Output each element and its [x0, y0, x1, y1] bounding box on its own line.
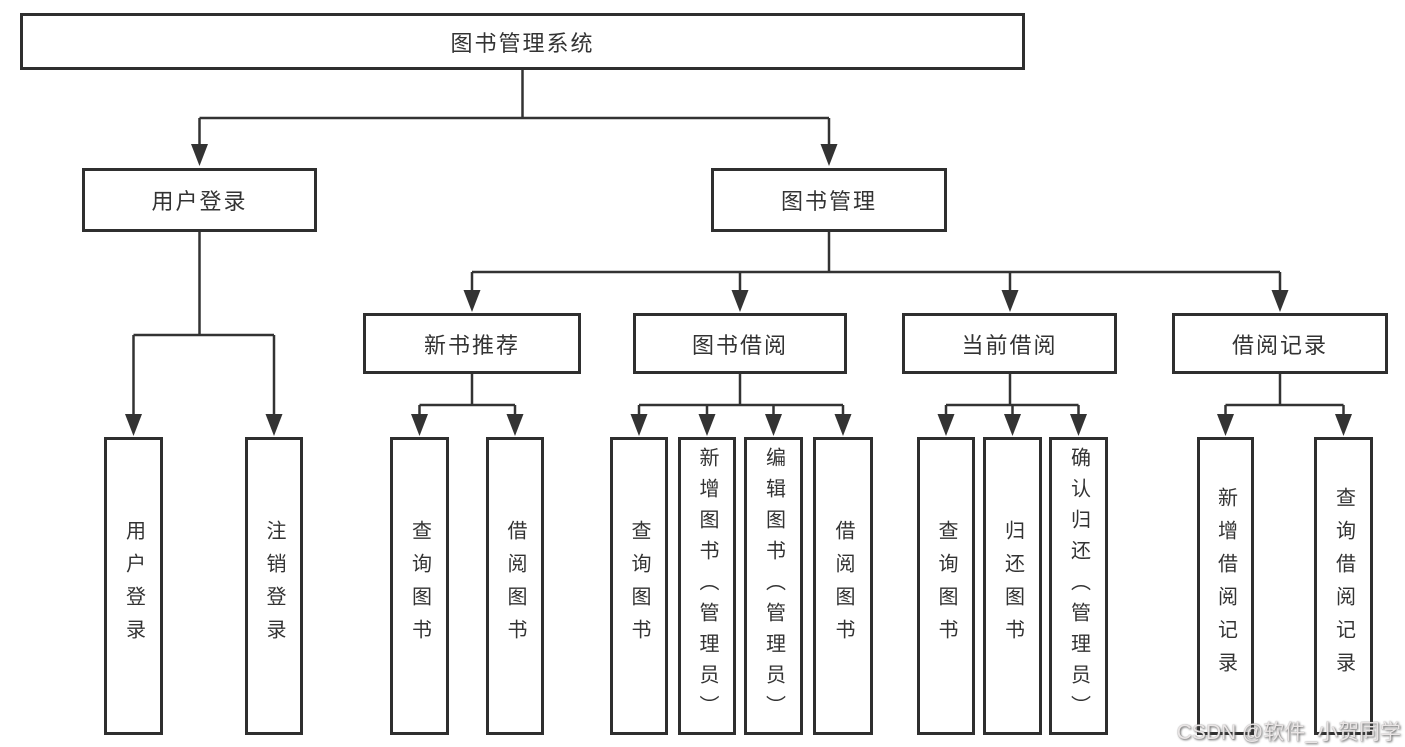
- leaf-query-borrow-record: 查询借阅记录: [1314, 437, 1373, 735]
- connector-borrow-branch: [630, 374, 852, 436]
- connector-login-branch: [125, 232, 283, 436]
- leaf-add-borrow-record: 新增借阅记录: [1197, 437, 1254, 735]
- leaf-return-books: 归还图书: [983, 437, 1042, 735]
- leaf-user-login: 用户登录: [104, 437, 163, 735]
- leaf-user-login-label: 用户登录: [122, 520, 145, 652]
- leaf-confirm-return-admin: 确认归还（管理员）: [1049, 437, 1108, 735]
- csdn-watermark: CSDN @软件_小贺同学: [1176, 721, 1401, 744]
- leaf-query-books-newbook: 查询图书: [390, 437, 449, 735]
- node-borrow-record-label: 借阅记录: [1231, 332, 1328, 358]
- connector-current-branch: [937, 374, 1087, 436]
- node-current-borrow-label: 当前借阅: [961, 332, 1058, 358]
- node-book-management-label: 图书管理: [780, 189, 877, 214]
- leaf-confirm-return-admin-label: 确认归还（管理员）: [1067, 446, 1090, 726]
- node-book-borrow: 图书借阅: [633, 313, 847, 374]
- node-root: 图书管理系统: [20, 13, 1025, 70]
- leaf-borrow-books-newbook: 借阅图书: [486, 437, 544, 735]
- leaf-edit-books-admin: 编辑图书（管理员）: [744, 437, 803, 735]
- leaf-logout-label: 注销登录: [263, 520, 285, 652]
- connector-record-branch: [1217, 374, 1352, 436]
- node-new-book-recommend: 新书推荐: [363, 313, 581, 374]
- leaf-add-books-admin-label: 新增图书（管理员）: [696, 446, 718, 726]
- node-user-login-label: 用户登录: [151, 189, 248, 214]
- node-book-management: 图书管理: [711, 168, 947, 232]
- leaf-query-books-newbook-label: 查询图书: [408, 520, 431, 652]
- node-current-borrow: 当前借阅: [902, 313, 1117, 374]
- connector-root-to-level2: [191, 70, 838, 166]
- leaf-add-borrow-record-label: 新增借阅记录: [1214, 487, 1237, 685]
- leaf-add-books-admin: 新增图书（管理员）: [678, 437, 736, 735]
- node-user-login: 用户登录: [82, 168, 317, 232]
- leaf-logout: 注销登录: [245, 437, 303, 735]
- leaf-query-books-current: 查询图书: [917, 437, 975, 735]
- leaf-query-borrow-record-label: 查询借阅记录: [1332, 487, 1355, 685]
- leaf-borrow-books-borrow: 借阅图书: [813, 437, 873, 735]
- leaf-borrow-books-borrow-label: 借阅图书: [832, 520, 854, 652]
- node-borrow-record: 借阅记录: [1172, 313, 1388, 374]
- connector-mgmt-to-level3: [463, 232, 1289, 312]
- leaf-return-books-label: 归还图书: [1001, 520, 1024, 652]
- node-root-label: 图书管理系统: [450, 30, 595, 56]
- leaf-query-books-borrow: 查询图书: [610, 437, 668, 735]
- leaf-query-books-borrow-label: 查询图书: [628, 520, 650, 652]
- leaf-edit-books-admin-label: 编辑图书（管理员）: [762, 446, 785, 726]
- connector-newbook-branch: [411, 374, 524, 436]
- node-new-book-recommend-label: 新书推荐: [423, 332, 520, 358]
- node-book-borrow-label: 图书借阅: [691, 332, 788, 358]
- leaf-query-books-current-label: 查询图书: [935, 520, 957, 652]
- leaf-borrow-books-newbook-label: 借阅图书: [504, 520, 526, 652]
